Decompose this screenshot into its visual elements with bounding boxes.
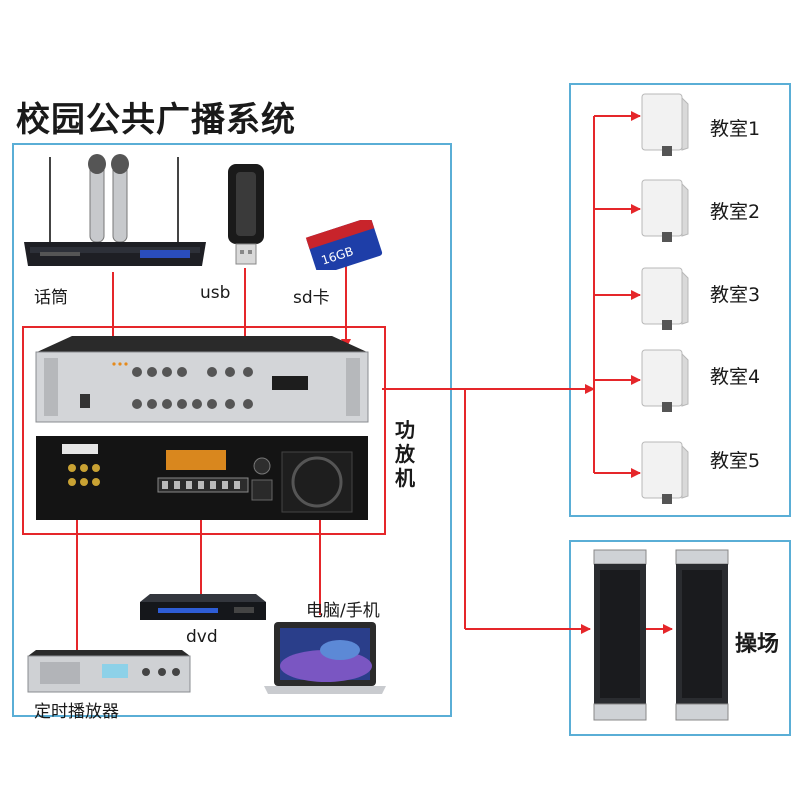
timer-player bbox=[27, 650, 191, 693]
amplifier-front-panel bbox=[35, 336, 369, 423]
usb-label: usb bbox=[200, 283, 231, 303]
sd-card-icon: 16GB bbox=[305, 220, 383, 270]
campus-system-frame bbox=[12, 143, 452, 717]
usb-drive-icon bbox=[228, 164, 264, 265]
playground-label: 操场 bbox=[735, 632, 780, 657]
classroom-speaker-5 bbox=[641, 441, 689, 504]
classroom-label-5: 教室5 bbox=[710, 450, 761, 472]
column-speaker-2 bbox=[675, 549, 729, 721]
classroom-label-2: 教室2 bbox=[710, 201, 761, 223]
timer-label: 定时播放器 bbox=[34, 702, 119, 722]
classroom-label-3: 教室3 bbox=[710, 284, 761, 306]
dvd-player bbox=[140, 594, 266, 620]
pc-label: 电脑/手机 bbox=[306, 601, 380, 621]
amplifier-rear-panel bbox=[36, 436, 368, 520]
classroom-speaker-3 bbox=[641, 267, 689, 330]
playground-frame bbox=[569, 540, 791, 736]
dvd-label: dvd bbox=[186, 627, 218, 647]
classroom-speaker-2 bbox=[641, 179, 689, 242]
amplifier-frame bbox=[22, 326, 386, 535]
classroom-label-4: 教室4 bbox=[710, 366, 761, 388]
classroom-speaker-4 bbox=[641, 349, 689, 412]
laptop-icon bbox=[264, 622, 386, 694]
column-speaker-1 bbox=[593, 549, 647, 721]
microphone-icon bbox=[88, 154, 129, 243]
amplifier-label: 功放机 bbox=[395, 418, 415, 490]
wireless-mic-receiver bbox=[24, 154, 206, 266]
diagram-title: 校园公共广播系统 bbox=[16, 100, 296, 140]
classroom-speaker-1 bbox=[641, 93, 689, 156]
sd-label: sd卡 bbox=[293, 288, 330, 308]
mic-label: 话筒 bbox=[34, 288, 68, 308]
classroom-frame bbox=[569, 83, 791, 517]
classroom-label-1: 教室1 bbox=[710, 118, 761, 140]
